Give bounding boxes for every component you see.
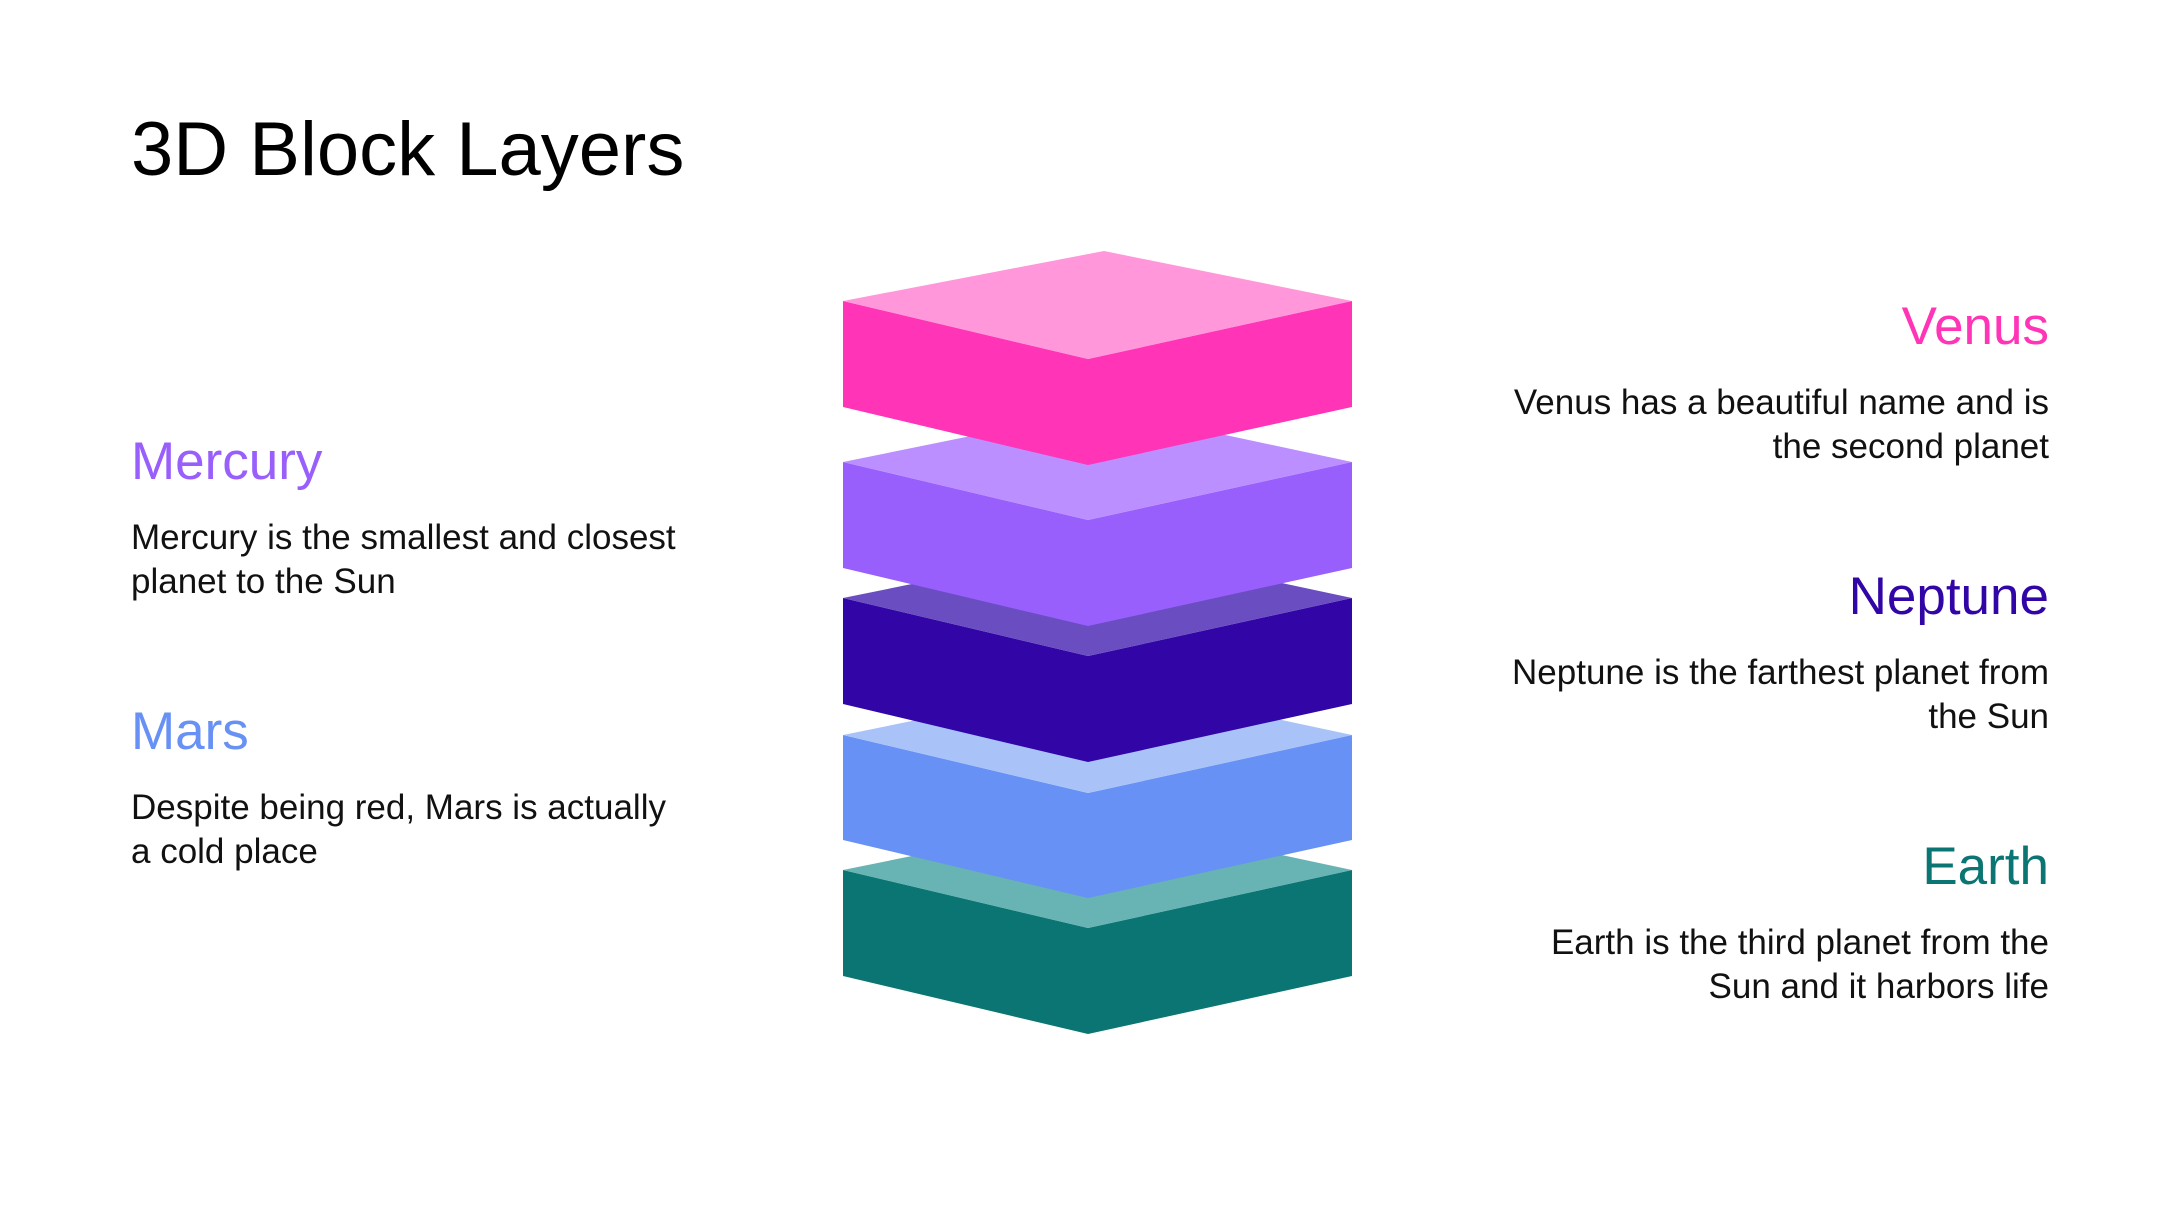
layer-venus-top — [843, 251, 1352, 359]
earth-item: Earth Earth is the third planet from the… — [1489, 840, 2049, 1009]
layer-neptune-block — [843, 545, 1352, 762]
layer-mars-top — [843, 682, 1352, 793]
layer-venus-block — [843, 251, 1352, 465]
layer-venus-front — [843, 301, 1352, 465]
layer-earth-top — [843, 817, 1352, 928]
layer-mars-block — [843, 682, 1352, 898]
venus-description: Venus has a beautiful name and is the se… — [1513, 383, 2049, 466]
neptune-heading: Neptune — [1848, 567, 2049, 626]
mars-item: Mars Despite being red, Mars is actually… — [131, 705, 691, 874]
layer-earth-front — [843, 870, 1352, 1034]
layer-mercury-top — [843, 409, 1352, 520]
venus-item: Venus Venus has a beautiful name and is … — [1489, 300, 2049, 469]
layer-neptune-front — [843, 598, 1352, 762]
neptune-item: Neptune Neptune is the farthest planet f… — [1489, 570, 2049, 739]
neptune-description: Neptune is the farthest planet from the … — [1512, 653, 2049, 736]
layer-earth-block — [843, 817, 1352, 1034]
mercury-item: Mercury Mercury is the smallest and clos… — [131, 435, 691, 604]
mars-heading: Mars — [131, 702, 249, 761]
venus-heading: Venus — [1901, 297, 2049, 356]
layer-mercury-front — [843, 462, 1352, 626]
page-title: 3D Block Layers — [131, 107, 685, 192]
earth-heading: Earth — [1922, 837, 2049, 896]
mercury-heading: Mercury — [131, 432, 323, 491]
layer-neptune-top — [843, 545, 1352, 656]
layer-mercury-block — [843, 409, 1352, 626]
layer-mars-front — [843, 735, 1352, 898]
earth-description: Earth is the third planet from the Sun a… — [1550, 923, 2049, 1006]
mercury-description: Mercury is the smallest and closest plan… — [131, 518, 676, 601]
mars-description: Despite being red, Mars is actually a co… — [131, 788, 666, 871]
